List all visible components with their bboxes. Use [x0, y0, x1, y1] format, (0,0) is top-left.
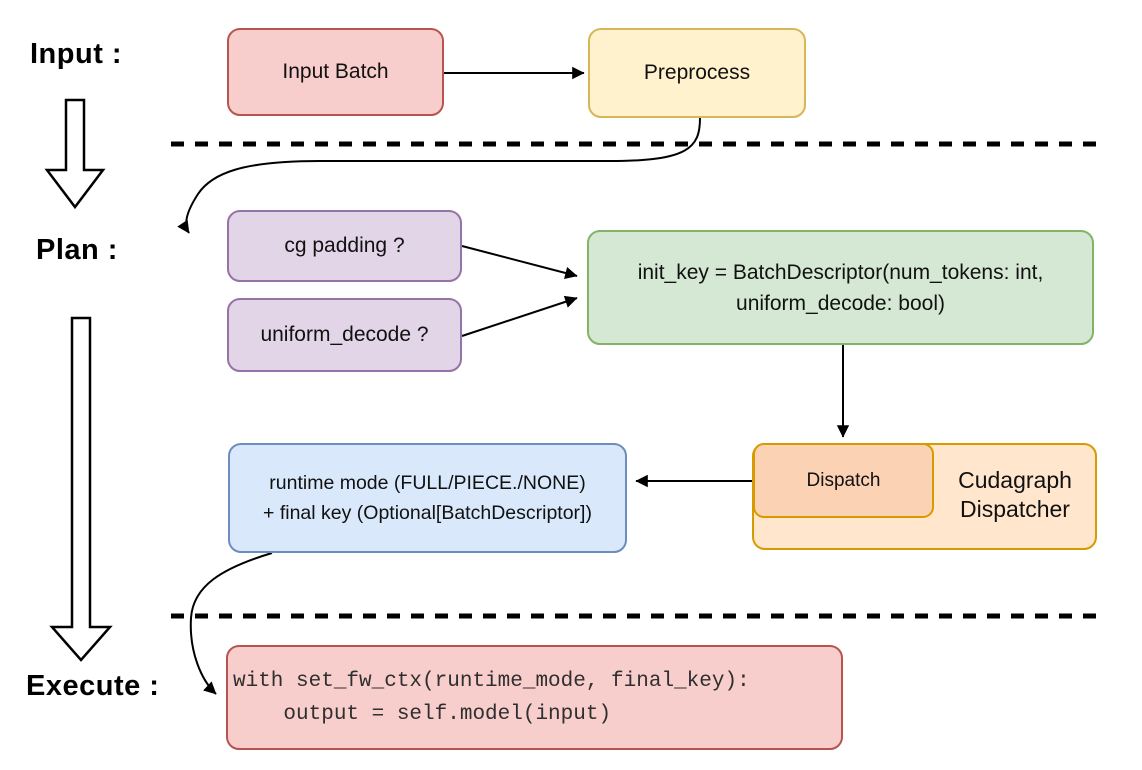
cudagraph-label-line1: Cudagraph [958, 467, 1072, 493]
node-execute-code: with set_fw_ctx(runtime_mode, final_key)… [226, 645, 843, 750]
cudagraph-label-line2: Dispatcher [960, 496, 1070, 522]
node-cg-padding: cg padding ? [227, 210, 462, 282]
execute-code-line2: output = self.model(input) [233, 702, 612, 726]
node-uniform-decode: uniform_decode ? [227, 298, 462, 372]
node-runtime-mode-line2: + final key (Optional[BatchDescriptor]) [263, 502, 592, 524]
node-preprocess: Preprocess [588, 28, 806, 118]
stage-label-plan: Plan : [36, 234, 118, 266]
execute-code-line1: with set_fw_ctx(runtime_mode, final_key)… [233, 669, 750, 693]
stage-label-execute: Execute : [26, 670, 160, 702]
stage-label-input: Input : [30, 38, 123, 70]
node-runtime-mode-line1: runtime mode (FULL/PIECE./NONE) [269, 472, 586, 494]
node-dispatch-label: Dispatch [806, 469, 881, 491]
node-uniform-decode-label: uniform_decode ? [260, 323, 429, 346]
connector-cg-padding-to-init-key [461, 245, 578, 280]
node-init-key-line2: uniform_decode: bool) [736, 291, 945, 315]
node-init-key-line1: init_key = BatchDescriptor(num_tokens: i… [637, 260, 1044, 284]
block-arrow-input-to-plan-icon [44, 98, 106, 210]
block-arrow-plan-to-execute-icon [49, 316, 113, 662]
node-init-key: init_key = BatchDescriptor(num_tokens: i… [587, 230, 1094, 345]
node-input-batch-label: Input Batch [282, 60, 389, 83]
node-preprocess-label: Preprocess [643, 61, 751, 84]
node-input-batch: Input Batch [227, 28, 444, 116]
node-runtime-mode: runtime mode (FULL/PIECE./NONE) + final … [228, 443, 627, 553]
node-cudagraph-dispatcher-label: Cudagraph Dispatcher [934, 466, 1096, 524]
connector-uniform-decode-to-init-key [461, 295, 578, 337]
connector-runtime-mode-to-execute-code [189, 552, 273, 695]
node-cg-padding-label: cg padding ? [284, 234, 405, 257]
node-dispatch: Dispatch [753, 443, 934, 518]
connector-preprocess-to-cg-padding [177, 117, 701, 234]
